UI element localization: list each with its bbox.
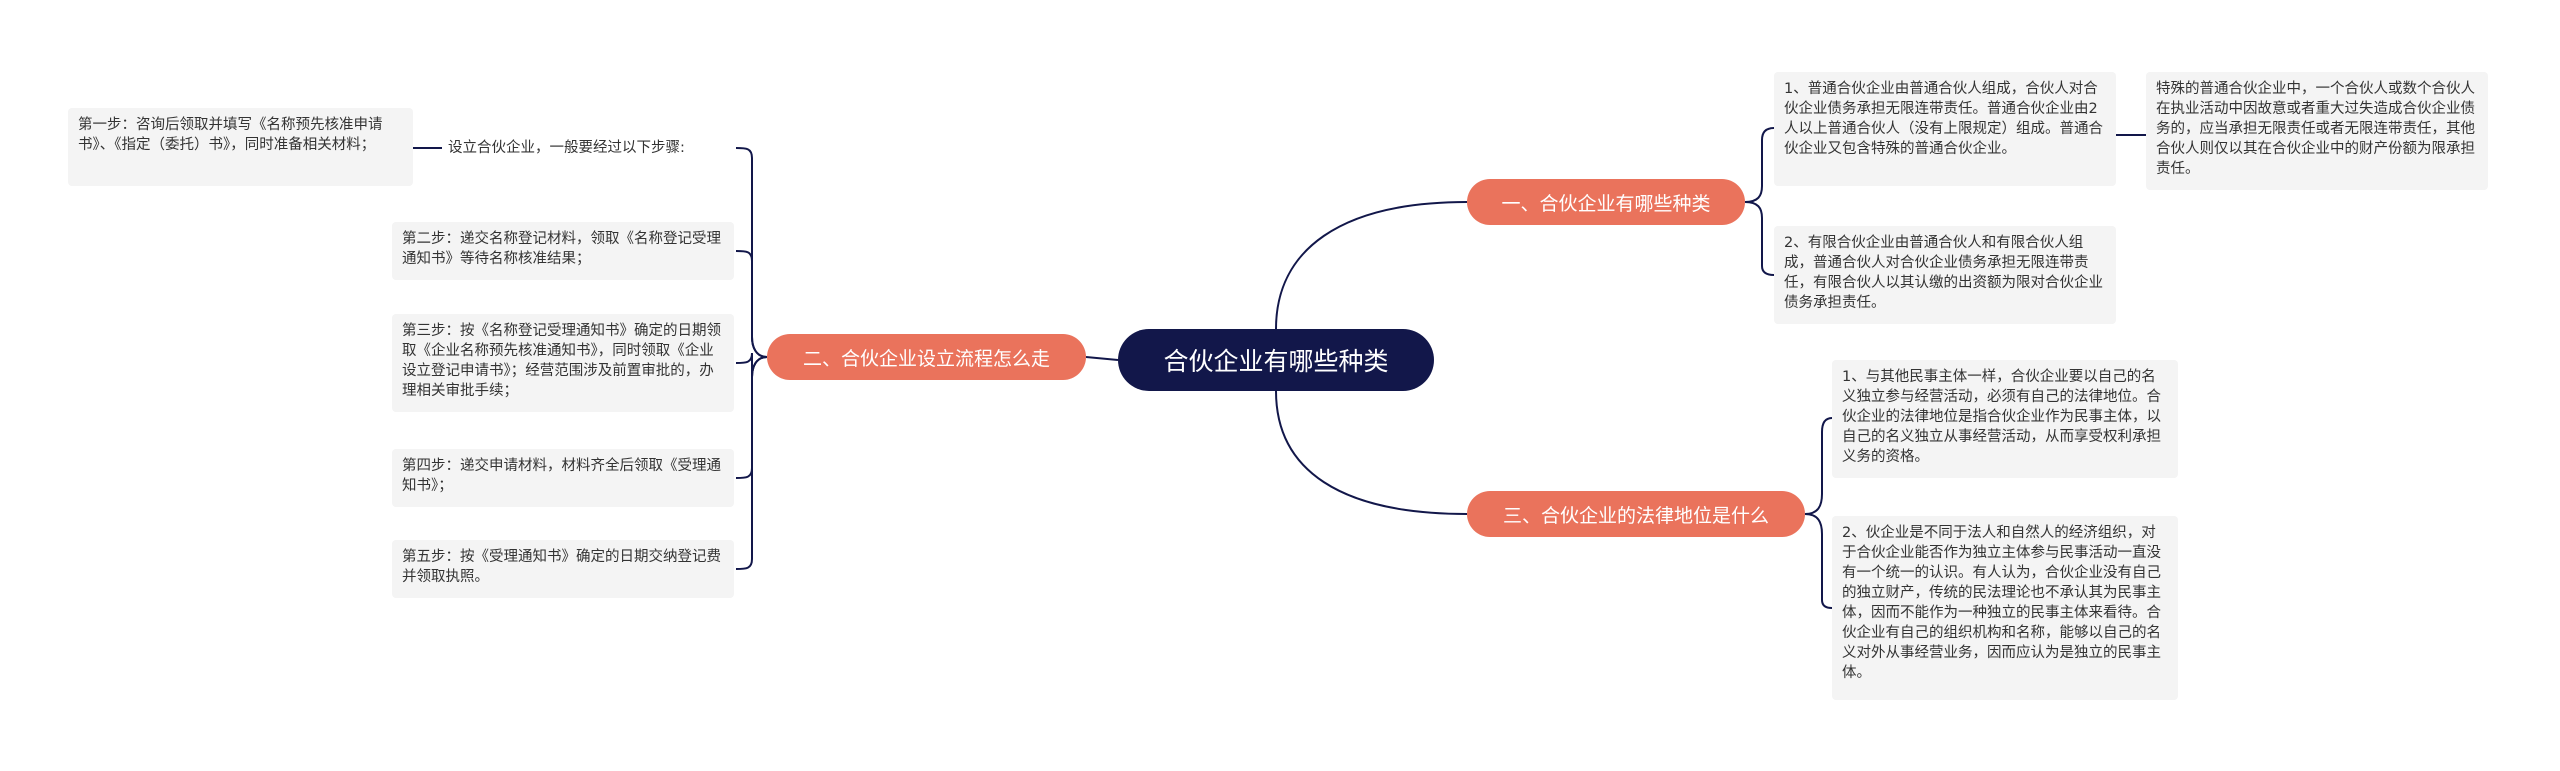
process-intro-text: 设立合伙企业，一般要经过以下步骤: (448, 140, 685, 156)
types-item-1-text: 1、普通合伙企业由普通合伙人组成，合伙人对合伙企业债务承担无限连带责任。普通合伙… (1784, 81, 2103, 157)
process-step-2[interactable]: 第二步：递交名称登记材料，领取《名称登记受理通知书》等待名称核准结果； (392, 222, 734, 280)
process-step-3-text: 第三步：按《名称登记受理通知书》确定的日期领取《企业名称预先核准通知书》，同时领… (402, 323, 721, 399)
types-item-2[interactable]: 2、有限合伙企业由普通合伙人和有限合伙人组成，普通合伙人对合伙企业债务承担无限连… (1774, 226, 2116, 324)
process-step-1[interactable]: 第一步：咨询后领取并填写《名称预先核准申请书》、《指定（委托）书》，同时准备相关… (68, 108, 413, 186)
process-step-4-text: 第四步：递交申请材料，材料齐全后领取《受理通知书》； (402, 458, 721, 494)
link-root-process (1085, 356, 1119, 361)
link-legal-item2 (1804, 513, 1833, 609)
branch-types-label: 一、合伙企业有哪些种类 (1501, 192, 1711, 215)
link-legal-item1 (1804, 417, 1833, 515)
process-step-4[interactable]: 第四步：递交申请材料，材料齐全后领取《受理通知书》； (392, 449, 734, 507)
process-step-1-text: 第一步：咨询后领取并填写《名称预先核准申请书》、《指定（委托）书》，同时准备相关… (78, 117, 383, 153)
process-step-5[interactable]: 第五步：按《受理通知书》确定的日期交纳登记费并领取执照。 (392, 540, 734, 598)
link-types-item1 (1744, 127, 1775, 203)
types-sub-note[interactable]: 特殊的普通合伙企业中，一个合伙人或数个合伙人在执业活动中因故意或者重大过失造成合… (2146, 72, 2488, 190)
branch-process[interactable]: 二、合伙企业设立流程怎么走 (767, 334, 1086, 380)
branch-legal[interactable]: 三、合伙企业的法律地位是什么 (1467, 491, 1805, 537)
branch-types[interactable]: 一、合伙企业有哪些种类 (1467, 179, 1745, 225)
legal-item-1-text: 1、与其他民事主体一样，合伙企业要以自己的名义独立参与经营活动，必须有自己的法律… (1842, 369, 2161, 465)
branch-legal-label: 三、合伙企业的法律地位是什么 (1502, 504, 1769, 527)
process-step-5-text: 第五步：按《受理通知书》确定的日期交纳登记费并领取执照。 (402, 549, 721, 585)
branch-process-label: 二、合伙企业设立流程怎么走 (802, 347, 1050, 370)
process-step-3[interactable]: 第三步：按《名称登记受理通知书》确定的日期领取《企业名称预先核准通知书》，同时领… (392, 314, 734, 412)
legal-item-2[interactable]: 2、伙企业是不同于法人和自然人的经济组织，对于合伙企业能否作为独立主体参与民事活… (1832, 516, 2178, 700)
legal-item-1[interactable]: 1、与其他民事主体一样，合伙企业要以自己的名义独立参与经营活动，必须有自己的法律… (1832, 360, 2178, 478)
link-types-item2 (1744, 201, 1775, 276)
root-node[interactable]: 合伙企业有哪些种类 (1118, 329, 1434, 391)
process-intro[interactable]: 设立合伙企业，一般要经过以下步骤: (442, 134, 748, 162)
types-item-1[interactable]: 1、普通合伙企业由普通合伙人组成，合伙人对合伙企业债务承担无限连带责任。普通合伙… (1774, 72, 2116, 186)
process-step-2-text: 第二步：递交名称登记材料，领取《名称登记受理通知书》等待名称核准结果； (402, 231, 721, 267)
link-root-legal (1275, 390, 1468, 515)
types-item-2-text: 2、有限合伙企业由普通合伙人和有限合伙人组成，普通合伙人对合伙企业债务承担无限连… (1784, 235, 2103, 311)
legal-item-2-text: 2、伙企业是不同于法人和自然人的经济组织，对于合伙企业能否作为独立主体参与民事活… (1842, 525, 2161, 681)
root-label: 合伙企业有哪些种类 (1163, 347, 1389, 376)
link-process-step5 (735, 356, 768, 570)
link-process-step2 (735, 250, 768, 358)
types-sub-note-text: 特殊的普通合伙企业中，一个合伙人或数个合伙人在执业活动中因故意或者重大过失造成合… (2156, 81, 2475, 177)
link-root-types (1275, 201, 1468, 330)
